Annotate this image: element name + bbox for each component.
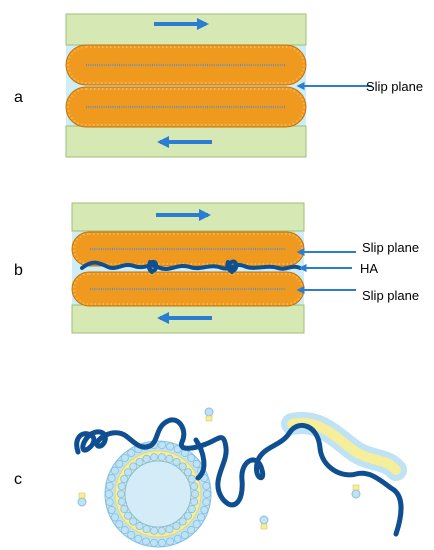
panel-b-slip-bottom-label: Slip plane	[362, 288, 419, 303]
panel-a: Slip plane a	[14, 13, 423, 158]
panel-b-ha-label: HA	[360, 261, 378, 276]
panel-b-ha-chain	[80, 260, 302, 271]
ha-polymer-chain	[74, 417, 404, 537]
panel-a-letter: a	[14, 89, 23, 106]
free-lipid-4	[351, 484, 361, 499]
panel-b-ha-knot-left	[146, 259, 159, 274]
panel-b-letter: b	[14, 262, 23, 279]
panel-a-top-bilayer	[65, 44, 307, 86]
free-lipid-1	[204, 407, 214, 422]
ha-polymer-tail	[193, 437, 207, 481]
free-lipid-3	[259, 515, 269, 530]
panel-b: Slip plane HA Slip plane b	[14, 202, 419, 334]
panel-b-ha-knot-right	[225, 259, 239, 274]
panel-a-bottom-bilayer	[65, 86, 307, 128]
panel-c-letter: c	[14, 471, 22, 488]
vesicle	[104, 440, 212, 548]
panel-a-slip-label: Slip plane	[366, 79, 423, 94]
free-lipid-2	[77, 492, 87, 507]
panel-b-top-bilayer	[71, 231, 305, 267]
panel-a-top-plate	[65, 13, 307, 46]
panel-b-bottom-bilayer	[71, 271, 305, 307]
panel-b-slip-top-label: Slip plane	[362, 240, 419, 255]
bilayer-fragment	[281, 411, 407, 481]
panel-c: c	[14, 407, 407, 548]
